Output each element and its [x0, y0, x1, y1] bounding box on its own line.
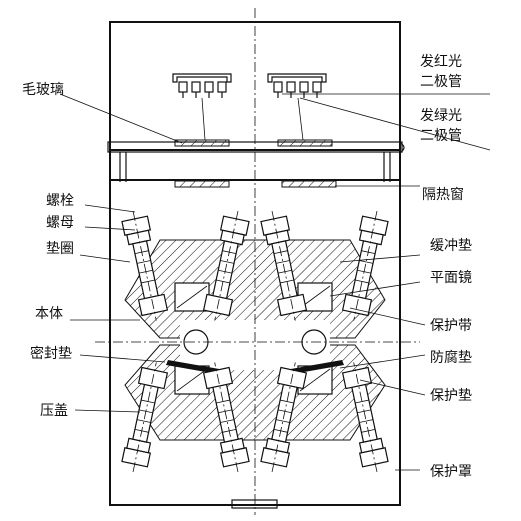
- label-seal-gasket: 密封垫: [30, 345, 72, 362]
- label-nut: 螺母: [46, 215, 74, 231]
- label-washer: 垫圈: [46, 241, 74, 257]
- label-plane-mirror: 平面镜: [430, 270, 472, 286]
- label-insulation-window: 隔热窗: [422, 186, 464, 203]
- upper-housing: [107, 21, 405, 182]
- label-protective-pad: 保护垫: [430, 388, 472, 404]
- label-protective-cover: 保护罩: [430, 464, 472, 480]
- label-red-led-l2: 二极管: [420, 74, 462, 90]
- leader-lines: [59, 93, 491, 471]
- label-green-led-l1: 发绿光: [420, 108, 462, 124]
- label-bolt: 螺栓: [46, 193, 74, 209]
- label-green-led: 发绿光 二极管: [420, 108, 466, 144]
- label-anticorrosion-pad: 防腐垫: [430, 349, 472, 366]
- callout-labels: 发红光 二极管 发绿光 二极管 毛玻璃 隔热窗 螺栓 螺母 垫圈 缓冲垫 平面镜…: [22, 54, 472, 480]
- label-red-led: 发红光 二极管: [420, 54, 466, 90]
- label-frosted-glass: 毛玻璃: [22, 81, 64, 98]
- label-gland: 压盖: [40, 403, 68, 419]
- green-led-assembly: [267, 73, 327, 141]
- insulation-windows: [174, 180, 337, 188]
- label-body: 本体: [35, 306, 63, 322]
- label-protective-belt: 保护带: [430, 318, 472, 334]
- label-buffer-pad: 缓冲垫: [430, 238, 472, 254]
- red-led-assembly: [172, 73, 232, 141]
- center-lines: [95, 8, 420, 515]
- label-red-led-l1: 发红光: [420, 54, 462, 70]
- frosted-glass-plates: [174, 139, 333, 147]
- label-green-led-l2: 二极管: [420, 128, 462, 144]
